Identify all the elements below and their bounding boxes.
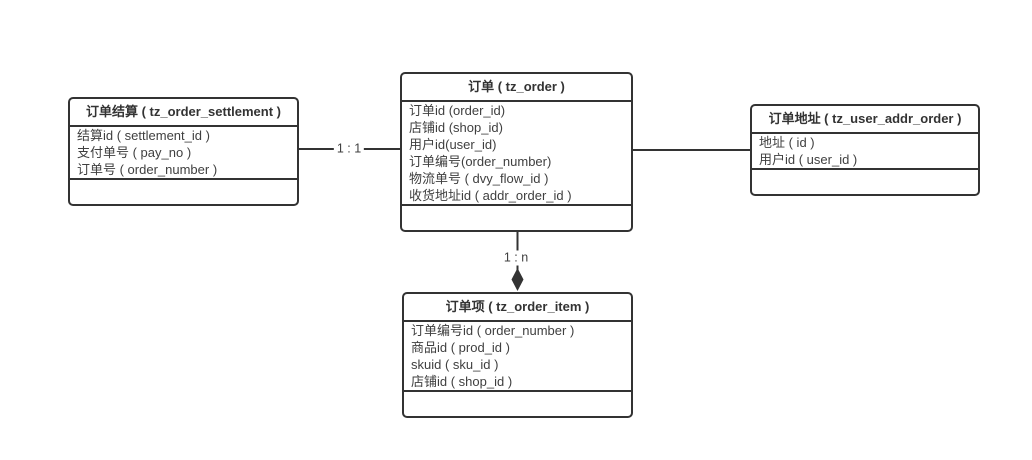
- relation-label-1-n: 1 : n: [500, 250, 532, 266]
- entity-fields: 地址 ( id ) 用户id ( user_id ): [752, 134, 978, 170]
- field-row: skuid ( sku_id ): [411, 357, 499, 372]
- field-row: 订单id (order_id): [409, 103, 506, 118]
- relation-label-1-1: 1 : 1: [333, 141, 365, 157]
- field-row: 物流单号 ( dvy_flow_id ): [409, 171, 549, 186]
- entity-title: 订单地址 ( tz_user_addr_order ): [752, 106, 978, 134]
- field-row: 商品id ( prod_id ): [411, 340, 510, 355]
- entity-footer-empty: [752, 170, 978, 194]
- diamond-arrowhead-icon: [511, 268, 524, 291]
- entity-footer-empty: [404, 392, 631, 416]
- field-row: 支付单号 ( pay_no ): [77, 145, 192, 160]
- entity-fields: 订单编号id ( order_number ) 商品id ( prod_id )…: [404, 322, 631, 392]
- entity-title: 订单 ( tz_order ): [402, 74, 631, 102]
- entity-title: 订单项 ( tz_order_item ): [404, 294, 631, 322]
- field-row: 订单编号(order_number): [409, 154, 552, 169]
- field-row: 地址 ( id ): [759, 135, 815, 150]
- field-row: 订单编号id ( order_number ): [411, 323, 575, 338]
- entity-fields: 结算id ( settlement_id ) 支付单号 ( pay_no ) 订…: [70, 127, 297, 180]
- entity-user-addr-order: 订单地址 ( tz_user_addr_order ) 地址 ( id ) 用户…: [750, 104, 980, 196]
- field-row: 店铺id (shop_id): [409, 120, 503, 135]
- entity-title: 订单结算 ( tz_order_settlement ): [70, 99, 297, 127]
- entity-order-item: 订单项 ( tz_order_item ) 订单编号id ( order_num…: [402, 292, 633, 418]
- field-row: 用户id ( user_id ): [759, 152, 858, 167]
- field-row: 收货地址id ( addr_order_id ): [409, 188, 572, 203]
- field-row: 订单号 ( order_number ): [77, 162, 218, 177]
- entity-footer-empty: [70, 180, 297, 204]
- field-row: 用户id(user_id): [409, 137, 497, 152]
- field-row: 结算id ( settlement_id ): [77, 128, 210, 143]
- entity-footer-empty: [402, 206, 631, 230]
- entity-order-settlement: 订单结算 ( tz_order_settlement ) 结算id ( sett…: [68, 97, 299, 206]
- entity-fields: 订单id (order_id) 店铺id (shop_id) 用户id(user…: [402, 102, 631, 206]
- field-row: 店铺id ( shop_id ): [411, 374, 513, 389]
- entity-order: 订单 ( tz_order ) 订单id (order_id) 店铺id (sh…: [400, 72, 633, 232]
